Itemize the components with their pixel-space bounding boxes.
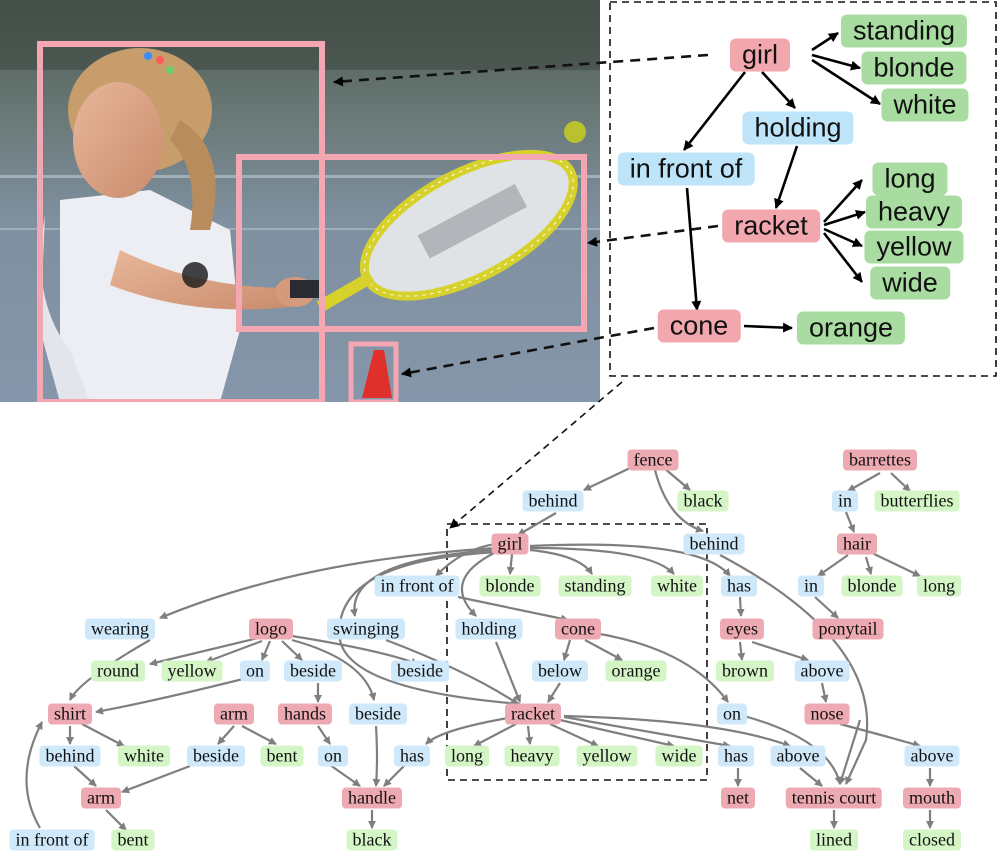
top-node-standing: standing [840,14,968,48]
node-white-shirt: white [118,745,170,767]
node-hair: hair [837,533,877,555]
node-above-3: above [770,745,826,767]
node-on-3: on [318,745,348,767]
top-node-cone: cone [657,309,741,343]
node-bent-1: bent [260,745,304,767]
tennis-photo [0,0,600,402]
node-nose: nose [804,703,850,725]
node-ponytail: ponytail [812,618,884,640]
node-black-2: black [346,829,398,851]
node-above-1: above [794,660,850,682]
cone-shape [362,350,392,398]
node-wearing: wearing [85,618,155,640]
top-node-blonde: blonde [861,51,967,85]
node-behind-2: behind [683,533,745,555]
node-black-1: black [677,490,729,512]
node-beside-3: beside [349,703,407,725]
top-node-wide: wide [870,266,950,300]
node-hands: hands [278,703,332,725]
girl-bbox [37,41,325,402]
top-graph-frame [609,1,997,377]
node-beside-1: beside [284,660,342,682]
node-below: below [532,660,588,682]
node-holding: holding [455,618,523,640]
node-orange: orange [605,660,667,682]
node-handle: handle [342,787,402,809]
top-node-heavy: heavy [865,195,963,229]
node-has-2: has [394,745,430,767]
node-arm-1: arm [214,703,254,725]
node-on-2: on [717,703,747,725]
top-node-yellow: yellow [864,230,964,264]
node-swinging: swinging [326,618,406,640]
node-yellow-logo: yellow [161,660,223,682]
node-behind-3: behind [39,745,101,767]
node-shirt: shirt [47,703,93,725]
node-long-racket: long [444,745,490,767]
node-in-1: in [831,490,859,512]
node-round: round [91,660,145,682]
node-closed: closed [903,829,961,851]
bottom-highlight-frame [446,523,708,781]
node-in-front-of-2: in front of [9,829,95,851]
node-wide: wide [655,745,703,767]
node-white-girl: white [651,575,703,597]
node-behind-1: behind [522,490,584,512]
racket-bbox [236,154,587,332]
node-bent-2: bent [111,829,155,851]
node-blonde-girl: blonde [479,575,541,597]
top-node-white: white [881,88,969,122]
node-eyes: eyes [720,618,764,640]
node-mouth: mouth [902,787,962,809]
node-standing: standing [558,575,632,597]
cone-bbox [348,341,399,402]
node-above-2: above [904,745,960,767]
node-butterflies: butterflies [874,490,960,512]
top-node-in-front-of: in front of [617,152,755,186]
node-long-hair: long [916,575,962,597]
node-has-3: has [718,745,754,767]
node-heavy: heavy [504,745,560,767]
node-tennis-court: tennis court [785,787,883,809]
node-barrettes: barrettes [843,449,917,471]
node-blonde-hair: blonde [841,575,903,597]
node-cone: cone [555,618,601,640]
node-logo: logo [248,618,294,640]
node-has-1: has [721,575,757,597]
node-beside-4: beside [187,745,245,767]
node-fence: fence [627,449,679,471]
node-in-2: in [797,575,825,597]
node-beside-2: beside [391,660,449,682]
node-girl: girl [491,533,529,555]
top-node-orange: orange [796,311,906,345]
tennis-ball [564,121,586,143]
top-node-long: long [872,162,948,196]
node-in-front-of: in front of [374,575,460,597]
node-brown: brown [716,660,774,682]
node-net: net [721,787,755,809]
top-node-racket: racket [722,209,820,243]
node-racket: racket [505,703,561,725]
node-arm-2: arm [81,787,121,809]
top-node-holding: holding [742,111,854,145]
top-node-girl: girl [729,38,791,72]
node-on-1: on [240,660,270,682]
node-lined: lined [810,829,858,851]
node-yellow-racket: yellow [576,745,638,767]
